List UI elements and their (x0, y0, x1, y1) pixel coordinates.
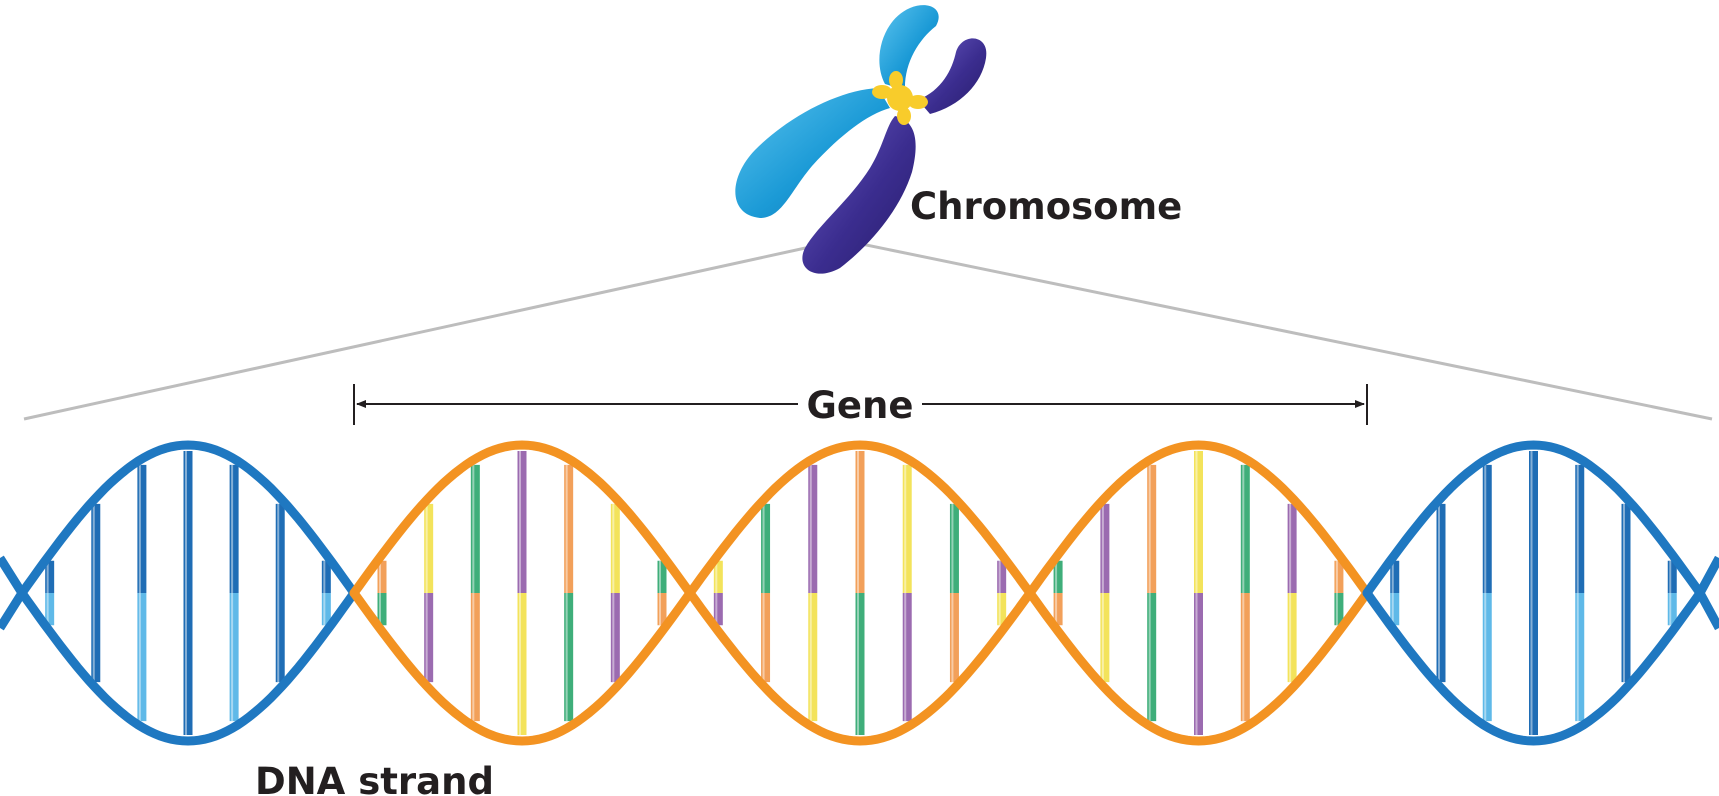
zoom-lines (23, 238, 1713, 421)
strand-top-segment-4 (1362, 440, 1705, 598)
chromosome (735, 5, 987, 274)
strand-tail-left (0, 555, 28, 631)
centromere (872, 71, 928, 125)
gene-label: Gene (807, 384, 914, 427)
chromosome-arm-upper-right (918, 38, 987, 115)
gene-span (353, 384, 1368, 425)
dna-double-helix (0, 440, 1719, 746)
backbone-strands (0, 440, 1719, 746)
strand-bottom-segment-3 (1025, 588, 1372, 746)
strand-bottom-segment-0 (17, 588, 359, 746)
chromosome-arm-lower-right (802, 116, 916, 274)
strand-top-segment-3 (1025, 440, 1372, 598)
zoom-line-right (841, 238, 1713, 421)
strand-top-segment-1 (349, 440, 695, 598)
chromosome-arm-upper-left (879, 5, 939, 91)
chromosome-label: Chromosome (910, 185, 1182, 228)
dna-strand-label: DNA strand (255, 760, 494, 796)
strand-top-segment-0 (17, 440, 359, 598)
strand-tail-right (1694, 555, 1719, 631)
base-pairs (45, 451, 1677, 735)
strand-bottom-segment-1 (349, 588, 695, 746)
chromosome-arm-lower-left (735, 88, 890, 218)
zoom-line-left (23, 238, 843, 421)
strand-bottom-segment-4 (1362, 588, 1705, 746)
strand-bottom-segment-2 (685, 588, 1035, 746)
strand-top-segment-2 (685, 440, 1035, 598)
